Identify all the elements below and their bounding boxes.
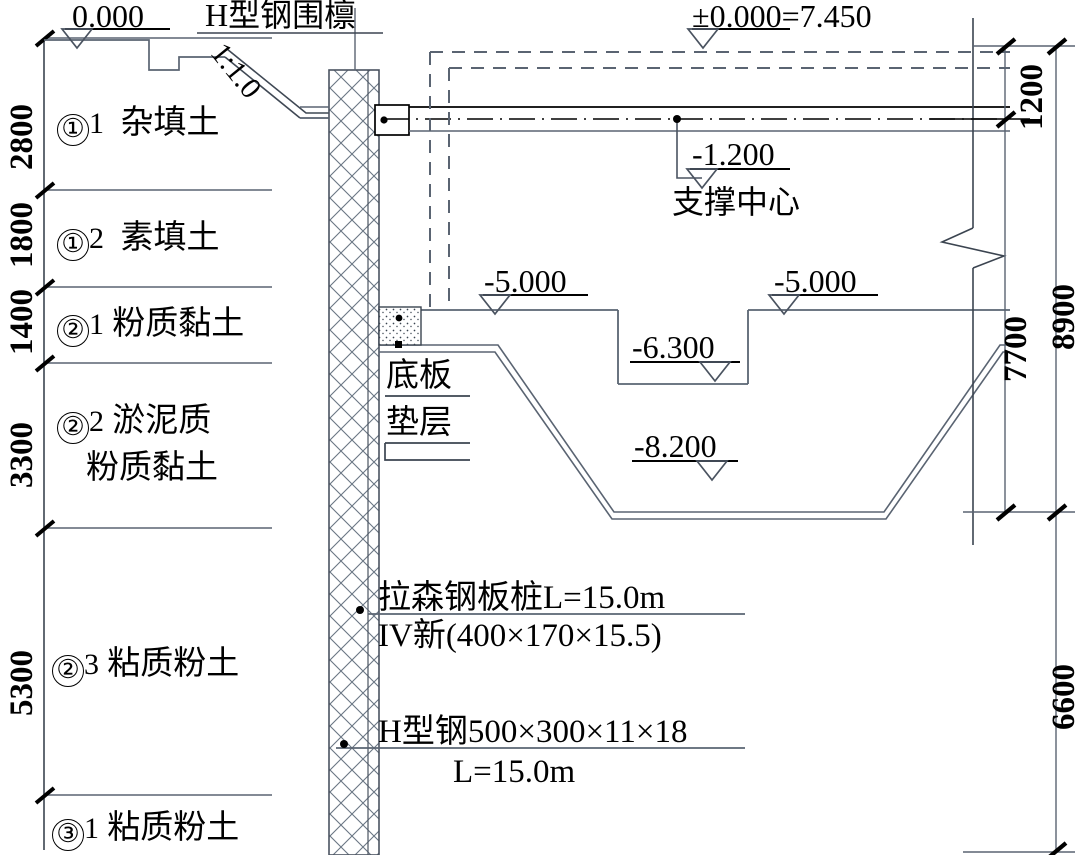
strut-center-label: 支撑中心 xyxy=(672,184,801,220)
elev-symbol-datum xyxy=(686,28,790,50)
soil-sub-4: 3 xyxy=(84,648,99,681)
base-slab-cushion-outline xyxy=(379,344,1010,520)
dimension-label-6600: 6600 xyxy=(1046,664,1080,730)
elev-label-5000-right: -5.000 xyxy=(774,263,857,299)
soil-name-0: 杂填土 xyxy=(120,105,220,141)
hbeam-note-dot xyxy=(340,740,348,748)
soil-name-4: 粘质粉土 xyxy=(107,646,240,682)
elev-symbol-5000-left xyxy=(478,294,588,316)
datum-label: ±0.000=7.450 xyxy=(692,0,872,34)
soil-code-5: ③ xyxy=(52,819,84,851)
soil-sub-1: 2 xyxy=(89,222,104,255)
right-dim-ticks xyxy=(995,37,1068,855)
thickness-label-3300: 3300 xyxy=(4,422,40,488)
waling-box xyxy=(374,104,410,136)
elev-symbol-8200 xyxy=(632,460,738,482)
soil-sub-3: 2 xyxy=(89,405,104,438)
cushion-label: 垫层 xyxy=(386,405,452,441)
elev-symbol-strut xyxy=(673,115,790,190)
cushion-corner-marker xyxy=(395,341,402,348)
sheetpile-note-line1: 拉森钢板桩L=15.0m xyxy=(378,580,666,616)
sheetpile-note-dot xyxy=(356,606,364,614)
soil-sub-2: 1 xyxy=(89,308,104,341)
base-slab-label: 底板 xyxy=(386,358,452,394)
ground-surface-profile xyxy=(44,39,225,71)
soil-sub-5: 1 xyxy=(84,812,99,845)
dashed-structure-outline xyxy=(429,51,1010,307)
elev-symbol-5000-right xyxy=(767,294,878,316)
soil-sub-0: 1 xyxy=(89,107,104,140)
soil-name-5: 粘质粉土 xyxy=(107,810,240,846)
cushion-leader xyxy=(384,443,470,461)
soil-code-4: ② xyxy=(52,655,84,687)
thickness-label-1400: 1400 xyxy=(4,289,40,355)
elev-label-8200: -8.200 xyxy=(634,428,717,464)
waling-label: H型钢围檩 xyxy=(205,0,357,33)
soil-code-0: ① xyxy=(57,114,89,146)
soil-code-2: ② xyxy=(57,315,89,347)
elev-symbol-6300 xyxy=(630,361,740,383)
dimension-label-7700: 7700 xyxy=(998,316,1034,382)
elev-label-strut: -1.200 xyxy=(692,136,775,172)
soil-layer-label-3b: 粉质黏土 xyxy=(86,450,218,486)
thickness-label-1800: 1800 xyxy=(4,202,40,268)
dimension-label-8900: 8900 xyxy=(1046,284,1080,350)
dimension-label-1200: 1200 xyxy=(1014,64,1050,130)
soil-name-1: 素填土 xyxy=(120,220,220,256)
elev-symbol-0000 xyxy=(60,28,170,50)
cushion-block xyxy=(378,306,422,346)
elev-label-5000-left: -5.000 xyxy=(484,263,567,299)
soil-code-1: ① xyxy=(57,229,89,261)
elev-label-6300: -6.300 xyxy=(632,329,715,365)
thickness-label-2800: 2800 xyxy=(4,104,40,170)
hbeam-note-line2: L=15.0m xyxy=(453,754,576,790)
soil-name-3: 淤泥质 xyxy=(112,403,212,439)
waling-node-dot xyxy=(380,116,388,124)
cushion-node-dot xyxy=(395,314,403,322)
dimension-ticks xyxy=(34,29,56,805)
sheet-pile-wall xyxy=(328,69,380,855)
sheetpile-note-line2: IV新(400×170×15.5) xyxy=(378,618,662,654)
soil-name-2: 粉质黏土 xyxy=(112,306,245,342)
soil-code-3: ② xyxy=(57,412,89,444)
thickness-label-5300: 5300 xyxy=(4,650,40,716)
hbeam-note-line1: H型钢500×300×11×18 xyxy=(378,714,688,750)
right-break-line xyxy=(939,227,1007,269)
elev-label-ground: 0.000 xyxy=(72,0,144,34)
